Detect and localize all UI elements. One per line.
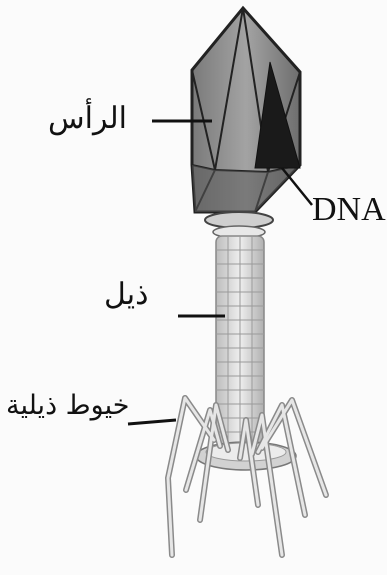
dna-label: DNA — [312, 193, 386, 227]
dna-leader-line — [282, 168, 312, 205]
collar — [205, 212, 273, 238]
fibers-leader-line — [128, 420, 176, 424]
head-label: الرأس — [48, 104, 127, 134]
tail-label: ذيل — [104, 280, 148, 310]
tail-fibers — [168, 398, 326, 555]
tail-fibers-label: خيوط ذيلية — [6, 392, 129, 419]
tail-sheath — [216, 236, 264, 444]
